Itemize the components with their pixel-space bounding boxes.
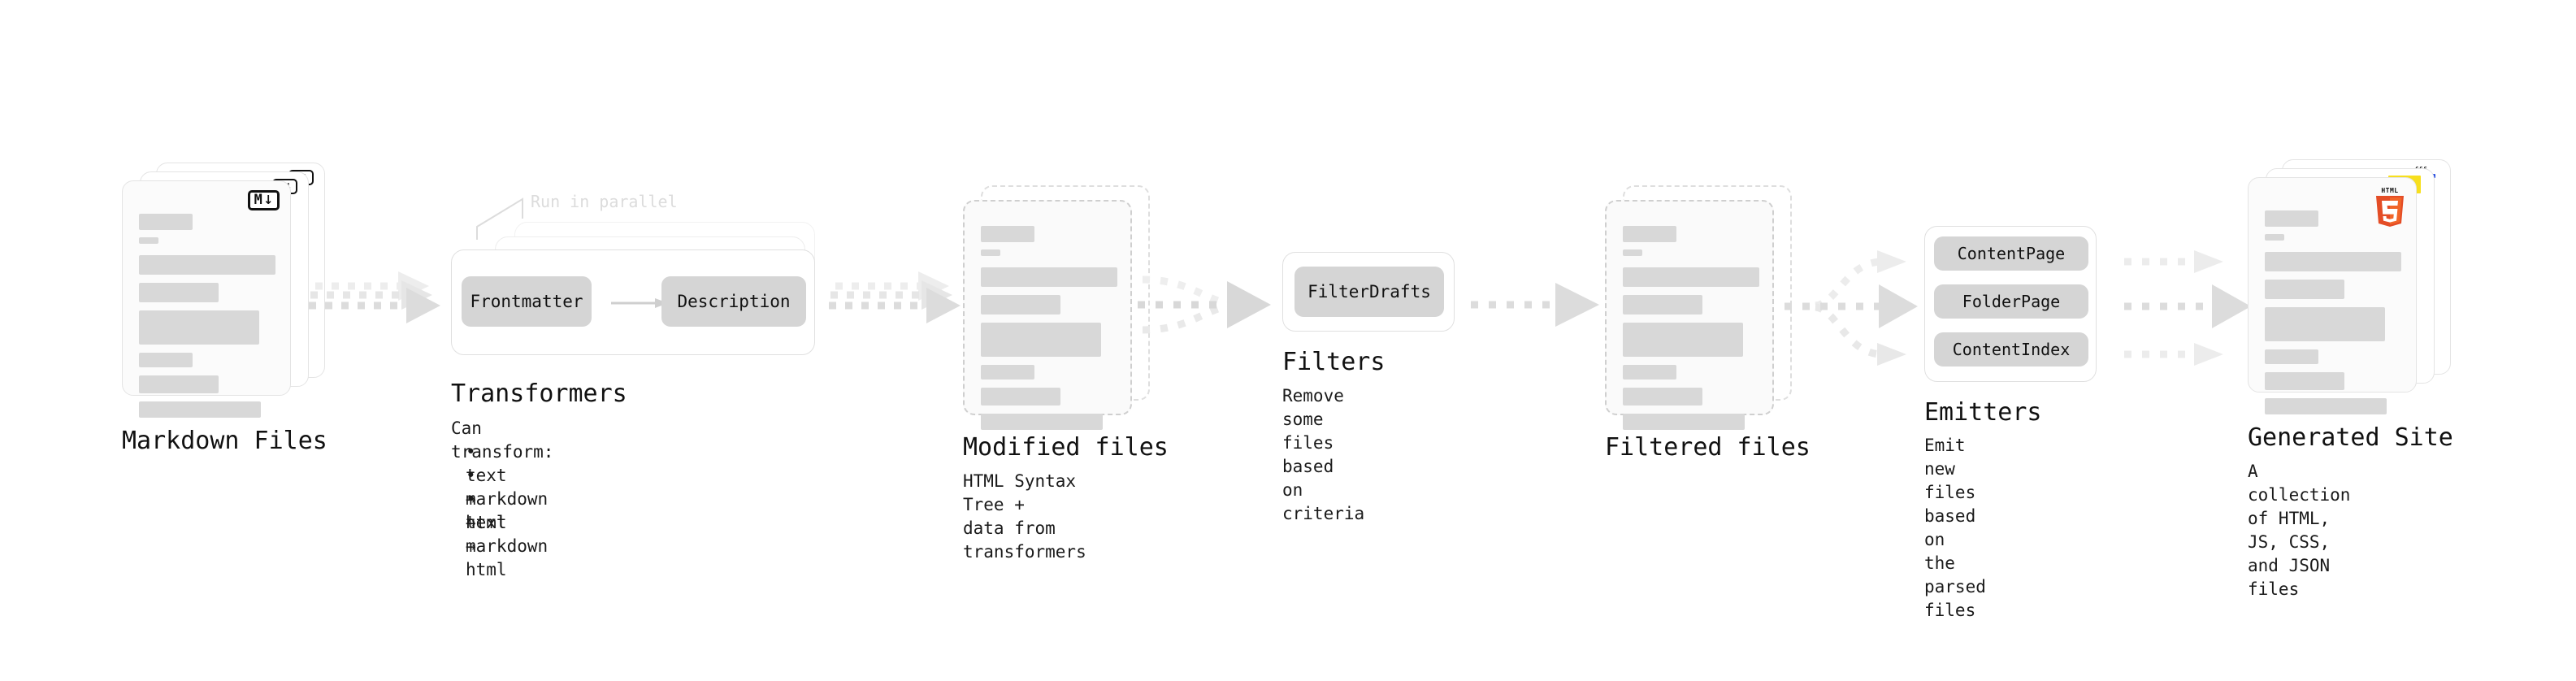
stage-title-modified-files: Modified files (963, 433, 1169, 462)
arrow-markdown-to-transformers (309, 271, 440, 323)
transform-bullet-2: • html → html (466, 489, 507, 579)
markdown-badge-icon: M ↓ (248, 190, 280, 210)
run-in-parallel-label: Run in parallel (531, 192, 678, 211)
modified-file-card-front[interactable] (963, 200, 1132, 430)
emitter-node-contentpage[interactable]: ContentPage (1934, 236, 2088, 271)
stage-title-transformers: Transformers (451, 380, 627, 408)
stage-title-markdown-files: Markdown Files (122, 427, 327, 455)
file-placeholder-lines (981, 226, 1117, 437)
transformer-node-frontmatter[interactable]: Frontmatter (462, 276, 592, 327)
stage-caption-modified-files: HTML Syntax Tree + data from transformer… (963, 471, 1086, 562)
html5-badge-label: HTML (2381, 187, 2398, 194)
markdown-file-card-front[interactable]: M ↓ (122, 180, 291, 418)
filter-node-filterdrafts[interactable]: FilterDrafts (1295, 267, 1444, 317)
emitter-node-contentindex[interactable]: ContentIndex (1934, 332, 2088, 367)
html5-badge-icon: HTML (2376, 187, 2404, 227)
stage-caption-filters: Remove some files based on criteria (1282, 386, 1365, 523)
file-placeholder-lines (1623, 226, 1759, 437)
run-in-parallel-leader (476, 197, 523, 240)
markdown-badge-letter: M (254, 192, 262, 208)
arrow-modified-files-to-filters (1138, 275, 1271, 334)
arrow-filters-to-filtered-files (1471, 283, 1599, 327)
stage-caption-generated-site: A collection of HTML, JS, CSS, and JSON … (2248, 462, 2351, 599)
arrow-filtered-files-to-emitters (1785, 250, 1918, 366)
filters-group[interactable]: FilterDrafts (1282, 252, 1455, 332)
stage-title-emitters: Emitters (1924, 398, 2042, 427)
stage-caption-transformers: Can transform: (451, 419, 554, 462)
stage-title-filtered-files: Filtered files (1605, 433, 1811, 462)
transform-bullet-0: • text → text (466, 442, 507, 532)
file-placeholder-lines (139, 214, 275, 425)
generated-file-card-front[interactable]: HTML (2248, 177, 2417, 414)
emitters-group[interactable]: ContentPage FolderPage ContentIndex (1924, 226, 2097, 382)
stage-title-filters: Filters (1282, 348, 1386, 376)
markdown-badge-arrow: ↓ (262, 193, 274, 207)
arrow-emitters-to-generated-site (2124, 250, 2251, 366)
filtered-file-card-front[interactable] (1605, 200, 1774, 430)
arrow-transformers-to-modified-files (829, 271, 961, 323)
emitter-node-folderpage[interactable]: FolderPage (1934, 284, 2088, 319)
transformer-node-description[interactable]: Description (661, 276, 806, 327)
stage-caption-emitters: Emit new files based on the parsed files (1924, 436, 1986, 620)
file-placeholder-lines (2265, 210, 2401, 422)
stage-title-generated-site: Generated Site (2248, 423, 2453, 452)
transformer-group-front[interactable]: Frontmatter Description (451, 249, 815, 355)
transform-bullet-1: • markdown → markdown (466, 466, 549, 556)
